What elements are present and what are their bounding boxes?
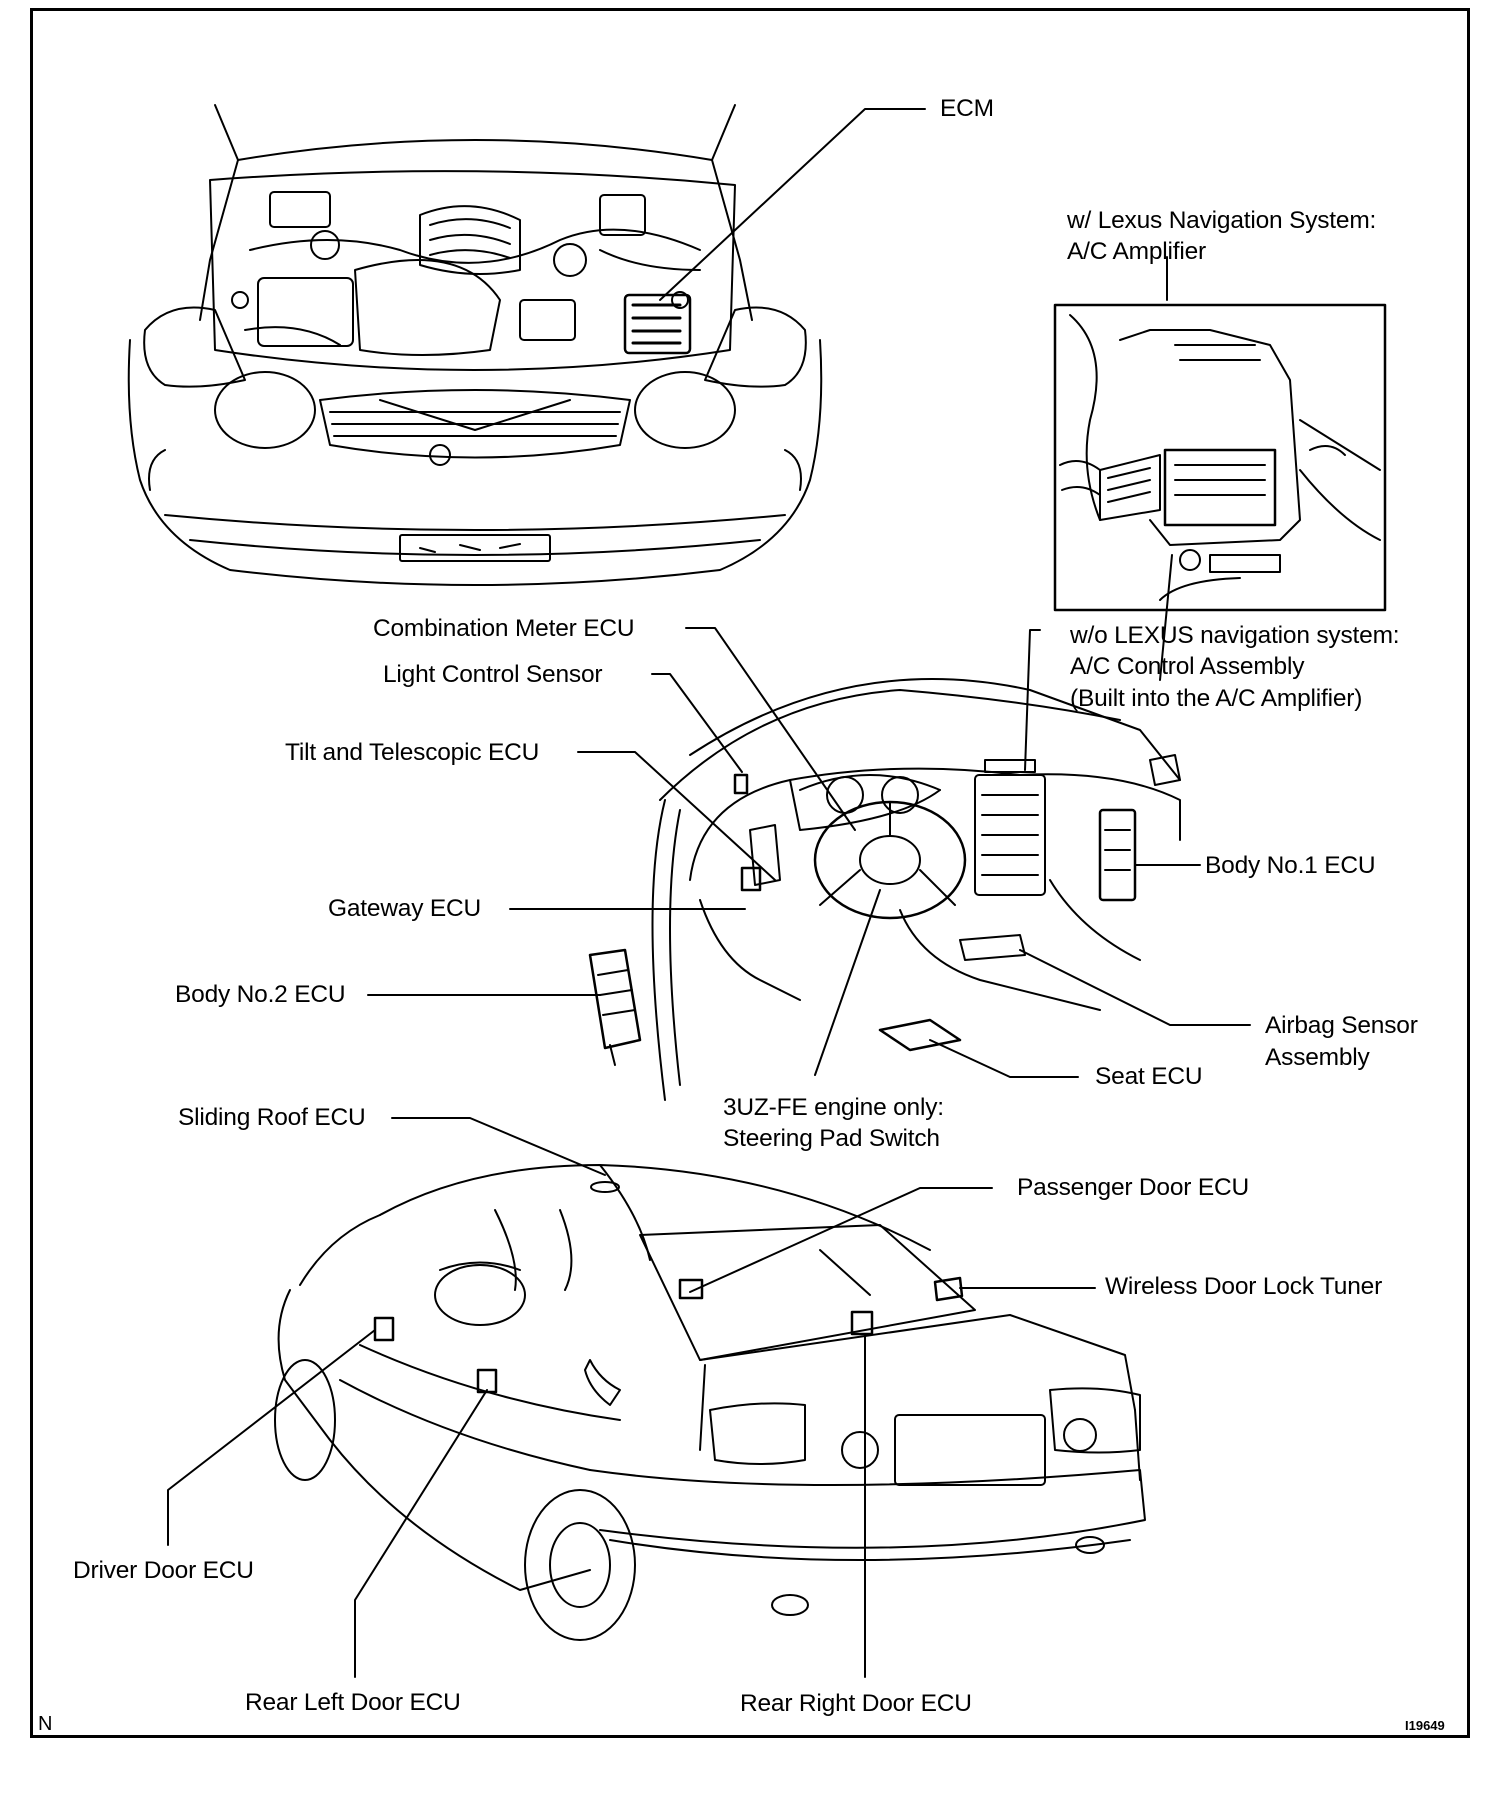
label-body-no1-ecu: Body No.1 ECU <box>1205 852 1376 879</box>
label-seat-ecu: Seat ECU <box>1095 1063 1203 1090</box>
label-airbag-line1: Airbag Sensor <box>1265 1012 1418 1039</box>
label-ecm: ECM <box>940 95 994 122</box>
dashboard-view <box>588 678 1181 1101</box>
label-rear-right-door-ecu: Rear Right Door ECU <box>740 1690 972 1717</box>
label-wo-nav-line3: (Built into the A/C Amplifier) <box>1070 685 1363 712</box>
label-combination-meter-ecu: Combination Meter ECU <box>373 615 635 642</box>
label-airbag-line2: Assembly <box>1265 1044 1370 1071</box>
label-steering-line2: Steering Pad Switch <box>723 1125 940 1152</box>
label-passenger-door-ecu: Passenger Door ECU <box>1017 1174 1249 1201</box>
label-tilt-telescopic-ecu: Tilt and Telescopic ECU <box>285 739 540 766</box>
label-nav-line1: w/ Lexus Navigation System: <box>1067 207 1377 234</box>
label-body-no2-ecu: Body No.2 ECU <box>175 981 346 1008</box>
label-wo-nav-line2: A/C Control Assembly <box>1070 653 1305 680</box>
label-rear-left-door-ecu: Rear Left Door ECU <box>245 1689 461 1716</box>
label-sliding-roof-ecu: Sliding Roof ECU <box>178 1104 366 1131</box>
label-driver-door-ecu: Driver Door ECU <box>73 1557 254 1584</box>
label-wireless-door-lock-tuner: Wireless Door Lock Tuner <box>1105 1273 1383 1300</box>
figure-id: I19649 <box>1405 1718 1445 1733</box>
leader-lines <box>167 108 1251 1678</box>
label-nav-line2: A/C Amplifier <box>1067 238 1206 265</box>
label-wo-nav-line1: w/o LEXUS navigation system: <box>1070 622 1400 649</box>
corner-mark: N <box>38 1713 53 1735</box>
ac-amplifier-inset <box>1053 303 1387 612</box>
front-engine-view <box>127 104 823 586</box>
label-gateway-ecu: Gateway ECU <box>328 895 482 922</box>
diagram-frame <box>30 8 1470 1738</box>
label-light-control-sensor: Light Control Sensor <box>383 661 603 688</box>
rear-car-view <box>274 1164 1146 1641</box>
label-steering-line1: 3UZ-FE engine only: <box>723 1094 944 1121</box>
